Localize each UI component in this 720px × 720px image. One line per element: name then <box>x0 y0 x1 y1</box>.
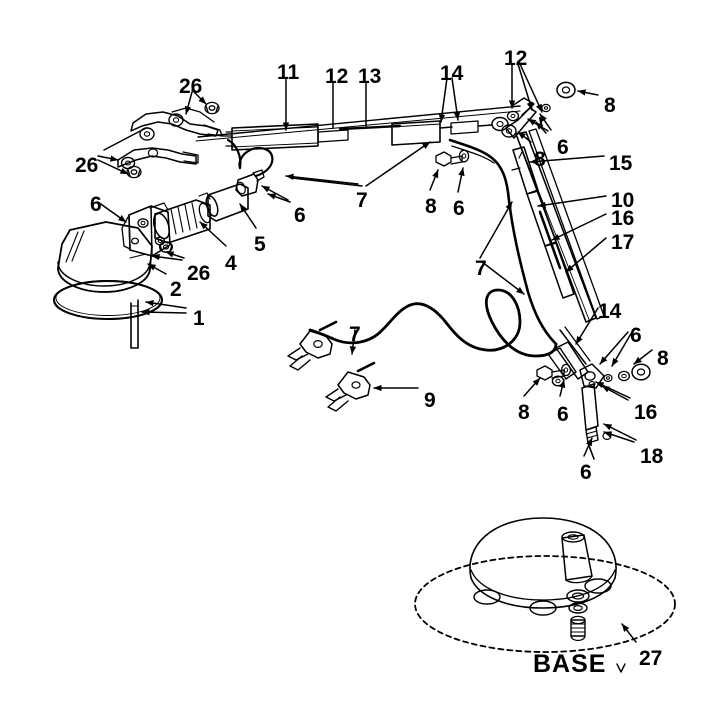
terminal-plugs <box>287 320 376 412</box>
callout-arm-link: 10 <box>611 189 635 212</box>
callout-hex-nut: 6 <box>453 197 465 220</box>
callout-lock-nut: 26 <box>187 262 211 285</box>
callout-hex-nut: 6 <box>90 193 102 216</box>
callout-hex-nut: 6 <box>630 324 642 347</box>
callout-upper-arm-tube: 11 <box>277 61 300 84</box>
main-arm-assembly <box>195 105 521 151</box>
callout-flat-washer: 8 <box>604 94 616 117</box>
callout-lamp-socket: 4 <box>225 252 237 275</box>
callout-flat-washer: 8 <box>534 148 546 171</box>
callout-wire-lead: 7 <box>356 189 368 212</box>
callout-clevis-pin: 14 <box>598 300 622 323</box>
callout-spring: 12 <box>504 47 528 70</box>
callout-terminal-plug: 9 <box>424 389 436 412</box>
callout-inner-rod: 13 <box>358 65 382 88</box>
callout-flat-washer: 8 <box>657 347 669 370</box>
mid-hardware <box>435 149 470 167</box>
bulb-sleeve <box>205 183 249 222</box>
callout-wire-lead: 7 <box>475 257 487 280</box>
callout-spring: 12 <box>325 65 349 88</box>
base-assembly <box>414 517 676 673</box>
callout-clevis-pin: 14 <box>440 62 464 85</box>
callout-flat-washer: 8 <box>425 195 437 218</box>
callout-lock-nut: 26 <box>179 75 203 98</box>
cord-s-curve <box>308 288 558 358</box>
callout-bracket: 16 <box>611 207 635 230</box>
callout-slide-tube: 17 <box>611 231 635 254</box>
callout-lamp-shade: 1 <box>193 307 205 330</box>
lamp-shade-assembly <box>52 221 164 349</box>
callout-hex-nut: 6 <box>557 403 569 426</box>
callout-hex-nut: 6 <box>580 461 592 484</box>
callout-wire-lead: 7 <box>349 323 361 346</box>
wire-lead-upper <box>226 138 274 178</box>
base-section-label: BASE <box>533 650 607 678</box>
callout-bulb-sleeve: 5 <box>254 233 266 256</box>
lamp-socket <box>152 192 212 244</box>
callout-shade-bracket: 2 <box>170 278 182 301</box>
callout-hex-nut: 6 <box>294 204 306 227</box>
leader-lines <box>97 63 653 643</box>
wire-lead-main-inner <box>451 145 495 164</box>
callout-lower-arm: 15 <box>609 152 633 175</box>
callout-base-plate: 27 <box>639 647 663 670</box>
callout-lock-nut: 26 <box>75 154 99 177</box>
callout-hex-nut: 6 <box>557 136 569 159</box>
upper-joint-cluster <box>501 81 576 139</box>
callout-flat-washer: 8 <box>518 401 530 424</box>
callout-bracket: 16 <box>634 401 658 424</box>
callout-lower-post: 18 <box>640 445 664 468</box>
wire-lead-main <box>448 138 558 346</box>
